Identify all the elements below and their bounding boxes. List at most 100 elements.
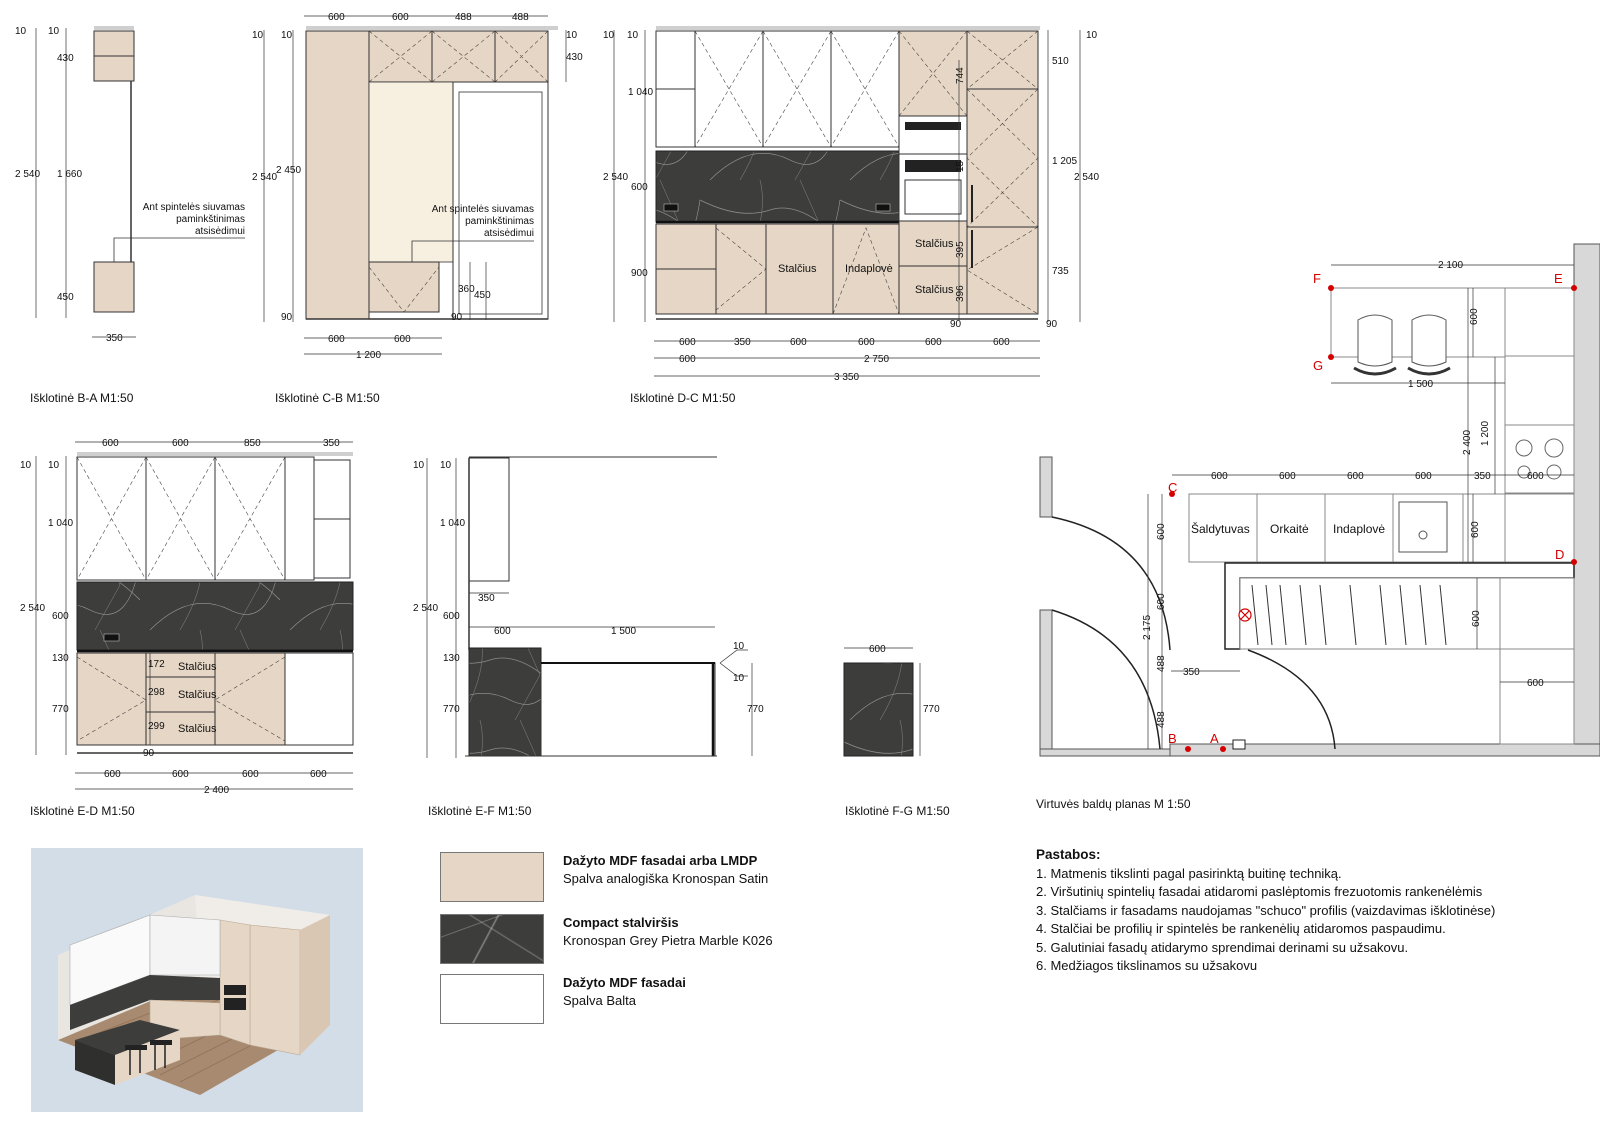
note-item-3: 3. Stalčiams ir fasadams naudojamas "sch… [1036,902,1496,918]
point-f-label: F [1313,271,1321,286]
dim-ed-inner-1040: 1 040 [48,518,73,529]
point-c-label: C [1168,480,1177,495]
dim-dc-b1-600e: 600 [993,337,1010,348]
dim-plan-row-600a: 600 [1211,471,1228,482]
dim-dc-left-2540: 2 540 [603,172,628,183]
elevation-e-d: Stalčius Stalčius Stalčius 600 600 850 3… [20,438,354,818]
dim-dc-right-1205: 1 205 [1052,156,1077,167]
title-elevation-e-d: Išklotinė E-D M1:50 [30,804,135,818]
dim-plan-island-1500: 1 500 [1408,379,1433,390]
dim-ba-inner-10: 10 [48,26,60,37]
dim-cb-360: 360 [458,284,475,295]
dc-label-drawer-1: Stalčius [778,263,817,275]
point-e-label: E [1554,271,1563,286]
dim-ed-bottom-600c: 600 [242,769,259,780]
point-d-marker [1571,559,1577,565]
ed-label-drawer-1: Stalčius [178,661,217,673]
elevation-d-c: Stalčius Indaplovė Stalčius Stalčius 10 … [603,26,1099,405]
title-elevation-f-g: Išklotinė F-G M1:50 [845,804,950,818]
dim-dc-tall-15: 15 [955,160,966,172]
notes-block: Pastabos: 1. Matmenis tikslinti pagal pa… [1036,846,1495,976]
dim-dc-inner-600: 600 [631,182,648,193]
dim-ef-inner-600: 600 [443,611,460,622]
dim-ef-left-10: 10 [413,460,425,471]
swatch-marble-worktop [440,914,544,964]
dim-fg-right-770: 770 [923,704,940,715]
dim-plan-top-2100: 2 100 [1438,260,1463,271]
dim-dc-right-2540: 2 540 [1074,172,1099,183]
note-item-1: 1. Matmenis tikslinti pagal pasirinktą b… [1036,865,1342,881]
dim-fg-top-600: 600 [869,644,886,655]
elevation-f-g: 600 770 Išklotinė F-G M1:50 [843,644,950,818]
point-b-marker [1185,746,1191,752]
dim-dc-tall-744: 744 [955,67,966,84]
title-elevation-c-b: Išklotinė C-B M1:50 [275,391,380,405]
point-d-label: D [1555,547,1564,562]
notes-title: Pastabos: [1036,847,1101,862]
note-ba-line1: Ant spintelės siuvamas [143,202,245,213]
dim-ed-plinth-90: 90 [143,748,155,759]
isometric-render [31,848,363,1112]
dim-ed-top-850: 850 [244,438,261,449]
dim-ed-top-600b: 600 [172,438,189,449]
dim-plan-row-600d: 600 [1415,471,1432,482]
dim-dc-b2-2750: 2 750 [864,354,889,365]
note-cb-line3: atsisėdimui [484,228,534,239]
dim-plan-left-488a: 488 [1156,655,1167,672]
dim-plan-left-600: 600 [1156,523,1167,540]
dim-ed-total-2400: 2 400 [204,785,229,796]
dim-plan-row-350: 350 [1474,471,1491,482]
dim-ba-bottom-350: 350 [106,333,123,344]
dim-ef-depth-350: 350 [478,593,495,604]
dim-dc-right-10: 10 [1086,30,1098,41]
legend-title-white: Dažyto MDF fasadai [563,975,686,990]
dim-dc-inner-10: 10 [627,30,639,41]
dim-plan-row-600c: 600 [1347,471,1364,482]
dim-cb-bottom-600b: 600 [394,334,411,345]
dim-ed-left-10: 10 [20,460,32,471]
swatch-beige-mdf [440,852,544,902]
legend-title-marble: Compact stalviršis [563,915,679,930]
dim-ef-inner-10: 10 [440,460,452,471]
title-elevation-d-c: Išklotinė D-C M1:50 [630,391,736,405]
dim-ed-drawer-299: 299 [148,721,165,732]
point-e-marker [1571,285,1577,291]
dim-ed-bottom-600d: 600 [310,769,327,780]
dim-cb-450: 450 [474,290,491,301]
title-plan: Virtuvės baldų planas M 1:50 [1036,797,1191,811]
dim-dc-b1-600b: 600 [790,337,807,348]
note-item-4: 4. Stalčiai be profilių ir spintelės be … [1036,921,1446,936]
title-elevation-e-f: Išklotinė E-F M1:50 [428,804,532,818]
dim-ba-outer-10: 10 [15,26,27,37]
dc-label-dishwasher: Indaplovė [845,263,893,275]
note-ba-line2: paminkštinimas [176,214,245,225]
dim-dc-inner-1040: 1 040 [628,87,653,98]
dim-ef-inner-770: 770 [443,704,460,715]
elevation-e-f: 10 2 540 10 1 040 600 130 770 350 600 1 … [413,456,764,818]
dim-ed-top-350: 350 [323,438,340,449]
legend-item-beige: Dažyto MDF fasadai arba LMDP Spalva anal… [563,852,768,888]
chair-1 [1353,314,1397,376]
dim-plan-2400: 2 400 [1462,430,1473,455]
dim-cb-right-10: 10 [566,30,578,41]
dim-dc-tall-395: 395 [955,241,966,258]
dim-ef-right-10b: 10 [733,673,745,684]
dim-cb-right-430: 430 [566,52,583,63]
dim-ef-top-1500: 1 500 [611,626,636,637]
dim-ed-top-600a: 600 [102,438,119,449]
dim-ed-bottom-600b: 600 [172,769,189,780]
dim-ed-left-2540: 2 540 [20,603,45,614]
point-c-marker [1169,491,1175,497]
dim-dc-right-90: 90 [1046,319,1058,330]
note-item-2: 2. Viršutinių spintelių fasadai atidarom… [1036,884,1483,899]
dim-dc-b2-600: 600 [679,354,696,365]
note-ba-line3: atsisėdimui [195,226,245,237]
dc-label-drawer-3: Stalčius [915,284,954,296]
elevation-c-b: 600 600 488 488 10 2 540 10 2 450 90 10 … [252,12,583,405]
note-item-5: 5. Galutiniai fasadų atidarymo sprendima… [1036,939,1409,955]
ed-label-drawer-3: Stalčius [178,723,217,735]
dim-ed-drawer-172: 172 [148,659,165,670]
legend-desc-marble: Kronospan Grey Pietra Marble K026 [563,933,773,948]
legend-desc-beige: Spalva analogiška Kronospan Satin [563,871,769,886]
